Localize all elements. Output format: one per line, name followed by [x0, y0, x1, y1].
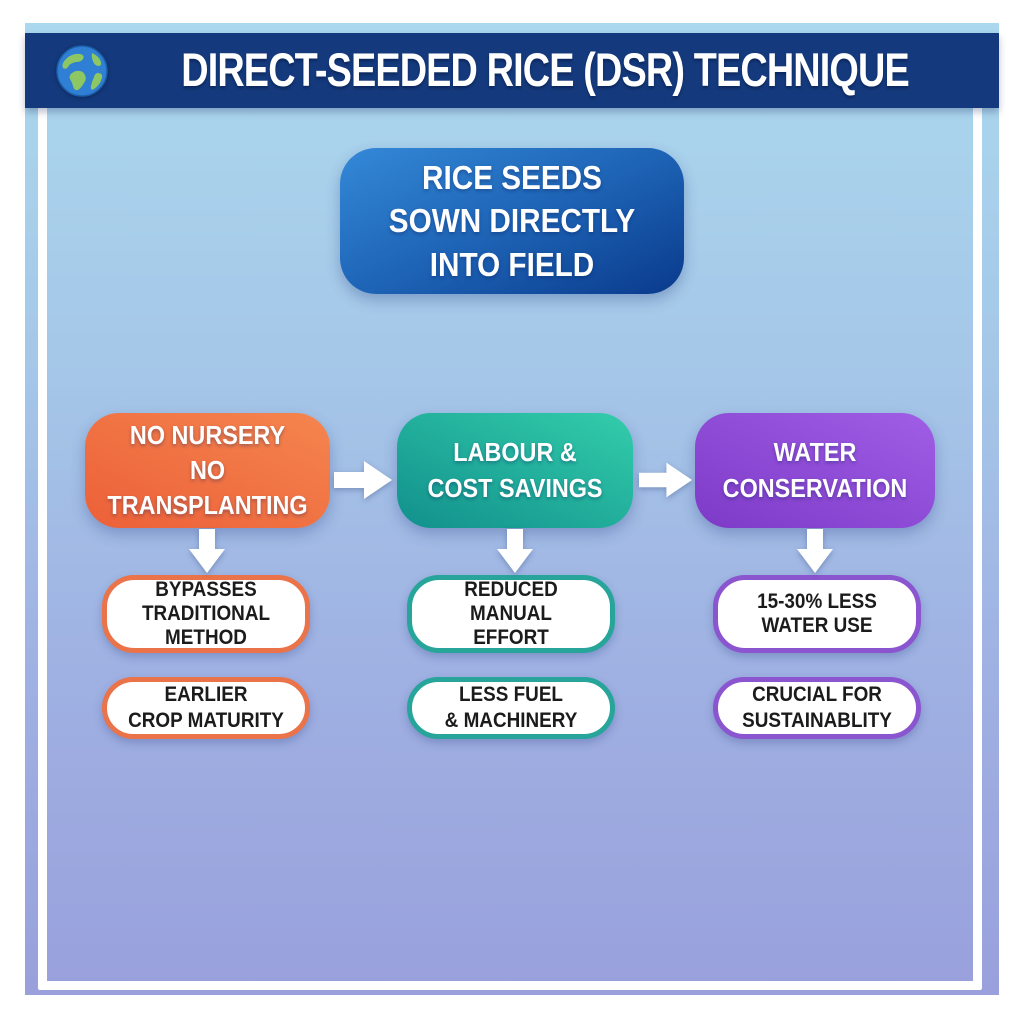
- stage-box-no-nursery: NO NURSERY NO TRANSPLANTING: [85, 413, 330, 528]
- main-box-rice-seeds: RICE SEEDS SOWN DIRECTLY INTO FIELD: [340, 148, 684, 294]
- sub-box-less-water-use: 15-30% LESS WATER USE: [713, 575, 921, 653]
- stage-line: NO NURSERY: [129, 419, 286, 450]
- sub-box-line: BYPASSES: [155, 577, 257, 601]
- main-box-line: SOWN DIRECTLY: [388, 202, 636, 240]
- sub-box-earlier-crop-maturity: EARLIER CROP MATURITY: [102, 677, 310, 739]
- sub-box-line: LESS FUEL: [459, 683, 563, 707]
- down-arrow-1: [185, 529, 229, 573]
- sub-box-line: CRUCIAL FOR: [752, 683, 882, 707]
- stage-line: NO TRANSPLANTING: [107, 454, 308, 521]
- title-bar: DIRECT-SEEDED RICE (DSR) TECHNIQUE: [25, 33, 999, 108]
- sub-box-line: TRADITIONAL: [141, 601, 271, 625]
- sub-box-line: & MACHINERY: [444, 709, 578, 732]
- stage-line: COST SAVINGS: [427, 472, 603, 503]
- stage-line: LABOUR &: [453, 437, 577, 468]
- sub-box-line: SUSTAINABLITY: [742, 709, 892, 732]
- sub-box-line: EARLIER: [164, 683, 248, 707]
- down-arrow-2: [493, 529, 537, 573]
- page-title: DIRECT-SEEDED RICE (DSR) TECHNIQUE: [181, 43, 909, 97]
- main-box-line: INTO FIELD: [429, 245, 595, 283]
- sub-box-line: CROP MATURITY: [128, 709, 284, 732]
- globe-icon: [56, 44, 108, 97]
- sub-box-line: MANUAL: [470, 601, 552, 625]
- main-box-line: RICE SEEDS: [422, 158, 602, 196]
- sub-box-line: 15-30% LESS: [757, 589, 877, 613]
- stage-box-water-conservation: WATER CONSERVATION: [695, 413, 935, 528]
- sub-box-line: EFFORT: [473, 626, 549, 650]
- sub-box-less-fuel-machinery: LESS FUEL & MACHINERY: [407, 677, 615, 739]
- sub-box-crucial-for-sustainability: CRUCIAL FOR SUSTAINABLITY: [713, 677, 921, 739]
- flow-arrow-right-2: [639, 457, 692, 503]
- stage-line: CONSERVATION: [722, 472, 908, 503]
- sub-box-line: REDUCED: [464, 577, 558, 601]
- stage-line: WATER: [773, 437, 857, 468]
- flow-arrow-right-1: [334, 457, 392, 503]
- sub-box-line: WATER USE: [761, 614, 873, 637]
- stage-box-labour-cost-savings: LABOUR & COST SAVINGS: [397, 413, 633, 528]
- down-arrow-3: [793, 529, 837, 573]
- sub-box-line: METHOD: [165, 626, 247, 650]
- sub-box-bypasses-traditional-method: BYPASSES TRADITIONAL METHOD: [102, 575, 310, 653]
- sub-box-reduced-manual-effort: REDUCED MANUAL EFFORT: [407, 575, 615, 653]
